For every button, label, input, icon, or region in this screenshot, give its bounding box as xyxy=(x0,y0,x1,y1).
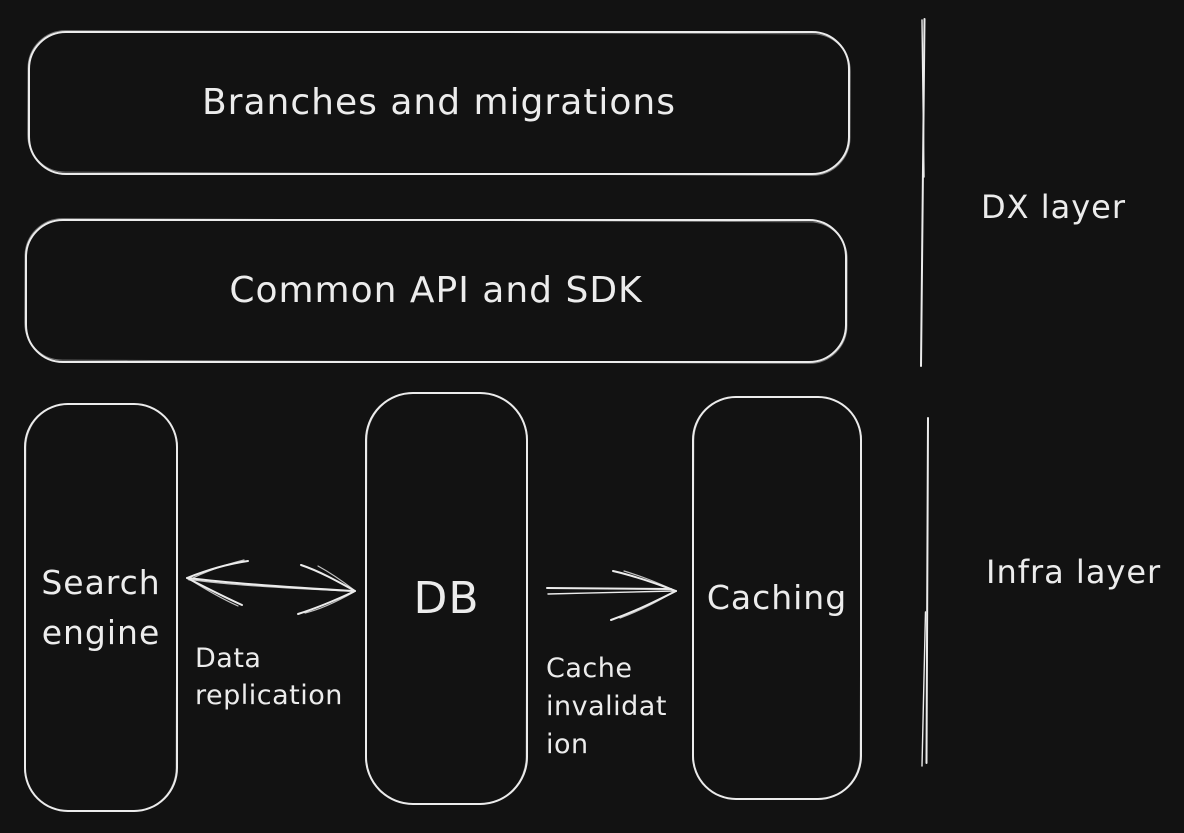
node-label: Common API and SDK xyxy=(229,269,643,311)
arrow-label-cache-invalidation: Cache invalidation xyxy=(546,653,667,760)
infra-layer-label: Infra layer xyxy=(986,553,1162,591)
infra-layer-divider-line xyxy=(921,417,929,767)
dx-layer-divider-line xyxy=(920,18,926,367)
node-search-engine[interactable]: Search engine xyxy=(24,403,178,812)
node-label: Branches and migrations xyxy=(201,81,676,123)
node-db[interactable]: DB xyxy=(365,392,528,805)
node-caching[interactable]: Caching xyxy=(692,396,862,800)
arrow-search-db xyxy=(186,559,356,615)
arrow-label-data-replication: Data replication xyxy=(195,643,343,711)
arrow-db-caching xyxy=(546,570,677,621)
node-label: Search engine xyxy=(41,563,161,652)
node-label: DB xyxy=(413,572,480,624)
node-branches-and-migrations[interactable]: Branches and migrations xyxy=(28,31,850,175)
node-label: Caching xyxy=(706,578,848,618)
dx-layer-label: DX layer xyxy=(981,188,1127,226)
node-common-api-and-sdk[interactable]: Common API and SDK xyxy=(25,219,847,363)
